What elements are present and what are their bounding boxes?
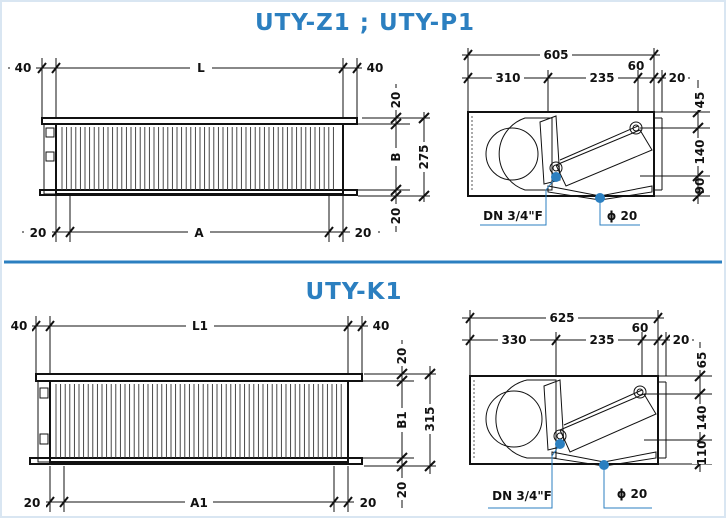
top-side-view: 605 310 235 60 20 bbox=[462, 46, 710, 226]
bottom-side-r1: 65 bbox=[695, 352, 709, 369]
top-front-view: 40 L 40 20 A 20 bbox=[8, 58, 432, 242]
top-front-v-total: 275 bbox=[417, 144, 431, 169]
top-coil-fins bbox=[61, 127, 334, 190]
top-front-bottom-right: 20 bbox=[355, 226, 372, 240]
bottom-front-bottom-left: 20 bbox=[24, 496, 41, 510]
bottom-side-seg3: 60 bbox=[632, 321, 649, 335]
bottom-front-right-offset: 40 bbox=[373, 319, 390, 333]
top-front-v-bottom: 20 bbox=[389, 208, 403, 225]
top-side-seg4: 20 bbox=[669, 71, 686, 85]
top-front-v-top: 20 bbox=[389, 92, 403, 109]
top-side-r3: 90 bbox=[693, 178, 707, 195]
top-front-right-offset: 40 bbox=[367, 61, 384, 75]
bottom-side-r2: 140 bbox=[695, 405, 709, 430]
top-side-drain: ϕ 20 bbox=[607, 209, 637, 223]
bottom-side-total: 625 bbox=[549, 311, 574, 325]
top-front-bottom-left: 20 bbox=[30, 226, 47, 240]
bottom-coil-fins bbox=[55, 384, 342, 458]
top-side-seg2: 235 bbox=[589, 71, 614, 85]
top-front-length: L bbox=[197, 61, 205, 75]
bottom-side-seg2: 235 bbox=[589, 333, 614, 347]
top-side-seg3: 60 bbox=[628, 59, 645, 73]
top-front-left-offset: 40 bbox=[15, 61, 32, 75]
top-side-r2: 140 bbox=[693, 139, 707, 164]
top-front-v-mid: B bbox=[389, 152, 403, 161]
bottom-side-seg1: 330 bbox=[501, 333, 526, 347]
bottom-front-view: 40 L1 40 20 A1 20 20 bbox=[6, 316, 438, 512]
top-side-total: 605 bbox=[543, 48, 568, 62]
top-title: UTY-Z1 ; UTY-P1 bbox=[255, 10, 475, 36]
bottom-front-bottom-length: A1 bbox=[190, 496, 208, 510]
bottom-front-length: L1 bbox=[192, 319, 208, 333]
bottom-side-drain: ϕ 20 bbox=[617, 487, 647, 501]
bottom-side-seg4: 20 bbox=[673, 333, 690, 347]
bottom-side-connection: DN 3/4"F bbox=[492, 489, 552, 503]
bottom-title: UTY-K1 bbox=[305, 279, 402, 305]
bottom-side-r3: 110 bbox=[695, 440, 709, 465]
top-side-connection: DN 3/4"F bbox=[483, 209, 543, 223]
top-front-bottom-length: A bbox=[194, 226, 204, 240]
bottom-front-bottom-right: 20 bbox=[360, 496, 377, 510]
bottom-front-v-bottom: 20 bbox=[395, 482, 409, 499]
top-side-seg1: 310 bbox=[495, 71, 520, 85]
bottom-front-v-total: 315 bbox=[423, 406, 437, 431]
bottom-front-left-offset: 40 bbox=[11, 319, 28, 333]
bottom-front-v-top: 20 bbox=[395, 348, 409, 365]
bottom-side-view: 625 330 235 60 20 65 140 bbox=[462, 309, 712, 509]
bottom-front-v-mid: B1 bbox=[395, 411, 409, 429]
top-side-r1: 45 bbox=[693, 92, 707, 109]
